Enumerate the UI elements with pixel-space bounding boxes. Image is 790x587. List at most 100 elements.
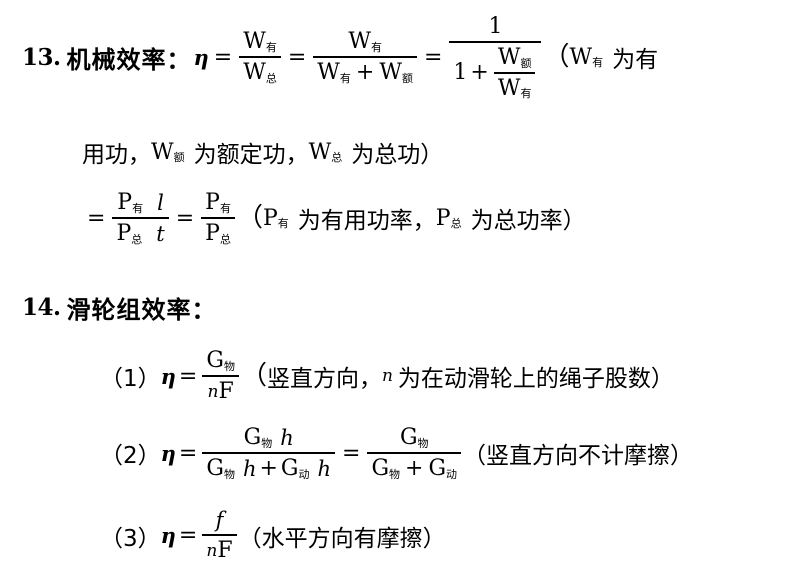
subscript-rated: 额: [401, 71, 413, 85]
sub-item-label-3: （3）: [100, 525, 161, 552]
fraction-bar: [202, 375, 239, 377]
equals-sign: =: [87, 205, 106, 231]
item-number-13: 13.: [22, 43, 61, 71]
variable-p: P: [116, 221, 132, 246]
subscript-moving-pulley: 动: [298, 467, 310, 481]
subscript-moving-pulley: 动: [446, 467, 458, 481]
subscript-useful: 有: [219, 201, 231, 215]
variable-w: W: [497, 45, 521, 70]
variable-h: h: [280, 425, 294, 450]
variable-p: P: [117, 190, 133, 215]
variable-w: W: [379, 60, 402, 86]
subscript-useful: 有: [277, 217, 289, 230]
equals-sign: =: [423, 44, 443, 70]
subscript-object: 物: [223, 359, 235, 373]
variable-n: n: [381, 366, 393, 386]
open-paren: （: [240, 361, 267, 391]
equals-sign: =: [178, 440, 198, 466]
open-paren: （: [236, 203, 263, 233]
variable-f: F: [217, 538, 233, 563]
subscript-rated: 额: [520, 56, 532, 70]
variable-n: n: [206, 540, 218, 561]
fraction-bar: [202, 534, 237, 536]
fraction-bar: [313, 56, 417, 59]
variable-g: G: [428, 456, 447, 481]
variable-w: W: [308, 139, 332, 165]
subscript-useful: 有: [592, 56, 604, 70]
variable-g: G: [280, 456, 299, 481]
variable-l: l: [157, 190, 164, 215]
fraction-numerator: 1: [484, 14, 506, 41]
note-text: 为有用功率，: [297, 208, 436, 234]
equals-sign: =: [287, 44, 307, 70]
plus-sign: +: [259, 456, 278, 481]
subscript-total: 总: [131, 232, 143, 246]
variable-w: W: [243, 60, 266, 86]
plus-sign: +: [405, 456, 424, 481]
variable-w: W: [317, 60, 340, 86]
variable-f-friction: f: [215, 508, 224, 532]
subscript-total: 总: [450, 217, 462, 230]
subscript-total: 总: [331, 151, 343, 164]
equals-sign: =: [178, 523, 198, 548]
variable-w: W: [497, 75, 521, 101]
note-text: 为有: [612, 47, 659, 74]
note-text: 为在动滑轮上的绳子股数）: [397, 366, 674, 392]
equals-sign: =: [178, 363, 198, 389]
note-text: 为额定功，: [193, 142, 309, 168]
eta-symbol: η: [160, 523, 176, 548]
variable-g: G: [206, 456, 224, 481]
subscript-object: 物: [417, 436, 429, 450]
subscript-useful: 有: [520, 87, 532, 100]
variable-f: F: [218, 379, 234, 404]
note-text: （竖直方向不计摩擦）: [463, 443, 694, 469]
subscript-rated: 额: [173, 151, 185, 164]
variable-p: P: [205, 190, 220, 215]
variable-g: G: [243, 425, 262, 450]
equals-sign: =: [213, 44, 233, 70]
open-paren: （: [543, 42, 570, 73]
eta-symbol: η: [193, 44, 209, 70]
plus-sign: +: [355, 60, 375, 86]
subscript-object: 物: [261, 436, 273, 450]
note-text: 为总功率）: [470, 208, 586, 234]
numerator-right: l: [157, 191, 164, 215]
fraction-bar: [493, 72, 536, 74]
item-number-14: 14.: [22, 294, 61, 321]
subscript-object: 物: [389, 467, 401, 481]
subscript-useful: 有: [339, 71, 351, 85]
fraction-bar: [201, 217, 235, 219]
note-text: （水平方向有摩擦）: [238, 525, 446, 552]
variable-t: t: [156, 221, 165, 246]
variable-g: G: [399, 425, 418, 450]
subscript-total: 总: [219, 232, 231, 246]
heading-14: 滑轮组效率：: [66, 296, 217, 324]
variable-p: P: [435, 205, 451, 231]
plus-sign: +: [470, 60, 489, 86]
eta-symbol: η: [160, 440, 176, 466]
